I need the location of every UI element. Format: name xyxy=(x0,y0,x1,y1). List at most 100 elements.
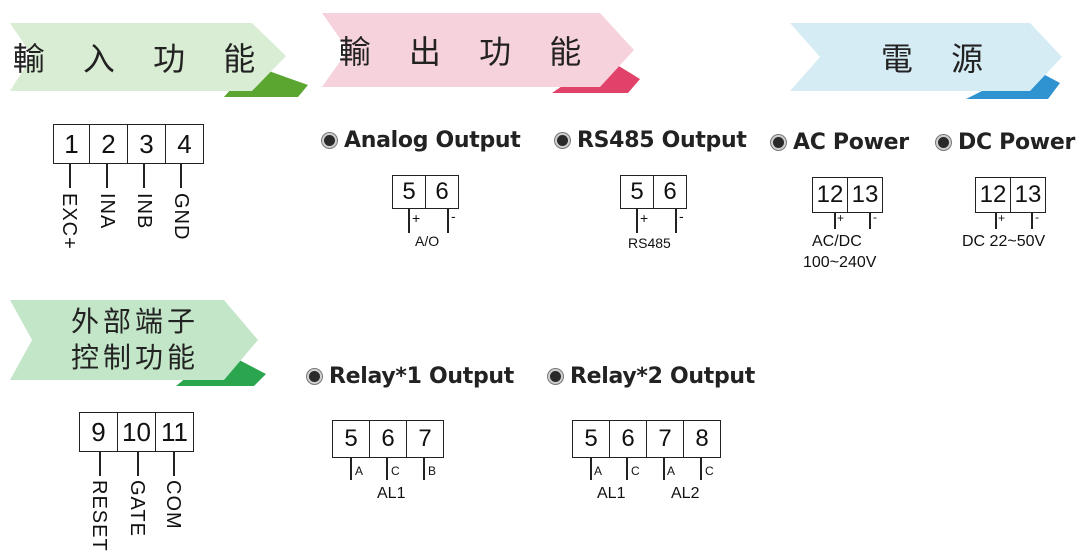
relay1-pin-c: C xyxy=(391,464,400,478)
relay2-pin-a2: A xyxy=(667,464,676,478)
bullet-icon xyxy=(555,133,570,148)
analog-lead-plus xyxy=(408,209,410,233)
input-label-inb: INB xyxy=(133,193,155,230)
rs485-caption: RS485 xyxy=(628,235,671,251)
relay2-terminal-6: 6 xyxy=(610,421,647,457)
bullet-icon xyxy=(936,135,951,150)
input-label-exc: EXC+ xyxy=(58,193,80,250)
input-lead-2 xyxy=(106,164,108,188)
banner-output: 輸 出 功 能 xyxy=(322,13,642,95)
analog-lead-minus xyxy=(447,209,449,233)
relay1-terminal-block: 5 6 7 xyxy=(332,420,444,458)
rs485-terminal-5: 5 xyxy=(621,176,654,208)
banner-external-title: 外部端子 控制功能 xyxy=(10,300,260,380)
relay2-lead-c2 xyxy=(700,458,702,480)
external-label-reset: RESET xyxy=(88,480,110,552)
dc-lead-plus xyxy=(995,213,997,229)
relay1-lead-c xyxy=(386,458,388,480)
rs485-terminal-6: 6 xyxy=(663,178,677,205)
ac-power-heading: AC Power xyxy=(771,130,909,155)
bullet-icon xyxy=(307,369,322,384)
ac-caption-1: AC/DC xyxy=(812,233,862,250)
input-lead-3 xyxy=(143,164,145,188)
dc-power-heading-text: DC Power xyxy=(958,130,1075,155)
ac-power-heading-text: AC Power xyxy=(793,130,909,155)
input-label-gnd: GND xyxy=(170,193,192,241)
relay1-group-label: AL1 xyxy=(377,485,406,502)
banner-external-fill xyxy=(10,300,258,380)
dc-terminal-block: 12 13 xyxy=(975,177,1046,213)
dc-lead-minus xyxy=(1031,213,1033,229)
analog-caption: A/O xyxy=(415,233,440,249)
ac-terminal-12: 12 xyxy=(813,178,848,212)
dc-caption: DC 22~50V xyxy=(962,233,1046,250)
banner-input-title: 輸 入 功 能 xyxy=(12,40,270,78)
input-lead-1 xyxy=(69,164,71,188)
ac-lead-minus xyxy=(869,213,871,229)
banner-input-shape xyxy=(10,23,308,97)
banner-output-fill xyxy=(322,13,634,87)
relay2-pin-a1: A xyxy=(594,464,603,478)
banner-external-line2: 控制功能 xyxy=(70,341,199,374)
input-terminal-block: 1 2 3 4 xyxy=(53,124,204,164)
relay1-pin-a: A xyxy=(355,464,364,478)
input-terminal-2: 2 xyxy=(90,125,128,163)
relay2-group-label-1: AL1 xyxy=(597,485,626,502)
analog-polarity-plus: + xyxy=(412,210,421,226)
input-lead-4 xyxy=(180,164,182,188)
rs485-output-heading: RS485 Output xyxy=(555,128,747,153)
external-terminal-11: 11 xyxy=(161,416,188,447)
relay2-pin-c2: C xyxy=(705,464,714,478)
rs485-terminal-block: 5 6 xyxy=(620,175,687,209)
dc-terminal-12: 12 xyxy=(976,178,1011,212)
external-label-com: COM xyxy=(162,480,184,530)
external-lead-11 xyxy=(173,452,175,476)
external-terminal-block: 9 10 11 xyxy=(79,412,194,452)
relay2-group-label-2: AL2 xyxy=(671,485,700,502)
relay1-terminal-6: 6 xyxy=(370,421,407,457)
relay2-lead-a2 xyxy=(663,458,665,480)
relay1-lead-a xyxy=(350,458,352,480)
relay2-terminal-5: 5 xyxy=(573,421,610,457)
ac-terminal-block: 12 13 xyxy=(812,177,883,213)
dc-polarity-plus: + xyxy=(998,211,1006,225)
external-label-gate: GATE xyxy=(126,480,148,537)
bullet-icon xyxy=(548,369,563,384)
ac-terminal-13: 13 xyxy=(851,181,879,208)
rs485-output-heading-text: RS485 Output xyxy=(577,128,747,153)
banner-external-shape xyxy=(10,300,266,386)
relay2-lead-a1 xyxy=(590,458,592,480)
external-lead-9 xyxy=(99,452,101,476)
relay1-terminal-7: 7 xyxy=(418,425,432,452)
banner-power-shape xyxy=(790,23,1062,99)
bullet-icon xyxy=(771,135,786,150)
banner-output-shape xyxy=(322,13,640,93)
dc-polarity-minus: - xyxy=(1035,210,1039,224)
ac-polarity-plus: + xyxy=(837,211,845,225)
banner-output-title: 輸 出 功 能 xyxy=(338,33,596,71)
external-terminal-9: 9 xyxy=(80,413,118,451)
relay1-lead-b xyxy=(423,458,425,480)
analog-terminal-5: 5 xyxy=(393,176,426,208)
banner-input: 輸 入 功 能 xyxy=(10,23,308,98)
input-terminal-4: 4 xyxy=(177,128,192,159)
analog-terminal-6: 6 xyxy=(435,178,449,205)
relay1-pin-b: B xyxy=(428,464,437,478)
relay2-terminal-7: 7 xyxy=(647,421,684,457)
rs485-lead-plus xyxy=(636,209,638,233)
relay1-output-heading: Relay*1 Output xyxy=(307,364,514,389)
analog-output-heading-text: Analog Output xyxy=(344,128,521,153)
relay2-terminal-8: 8 xyxy=(695,425,709,452)
banner-power-title: 電 源 xyxy=(880,40,998,78)
rs485-polarity-plus: + xyxy=(640,210,649,226)
relay2-pin-c1: C xyxy=(631,464,640,478)
input-terminal-1: 1 xyxy=(54,125,90,163)
banner-external: 外部端子 控制功能 xyxy=(10,300,270,388)
banner-power: 電 源 xyxy=(790,23,1080,101)
banner-power-fill xyxy=(790,23,1062,91)
analog-polarity-minus: - xyxy=(451,208,456,224)
banner-external-line1: 外部端子 xyxy=(70,305,199,338)
relay2-lead-c1 xyxy=(626,458,628,480)
ac-lead-plus xyxy=(834,213,836,229)
relay1-terminal-5: 5 xyxy=(333,421,370,457)
